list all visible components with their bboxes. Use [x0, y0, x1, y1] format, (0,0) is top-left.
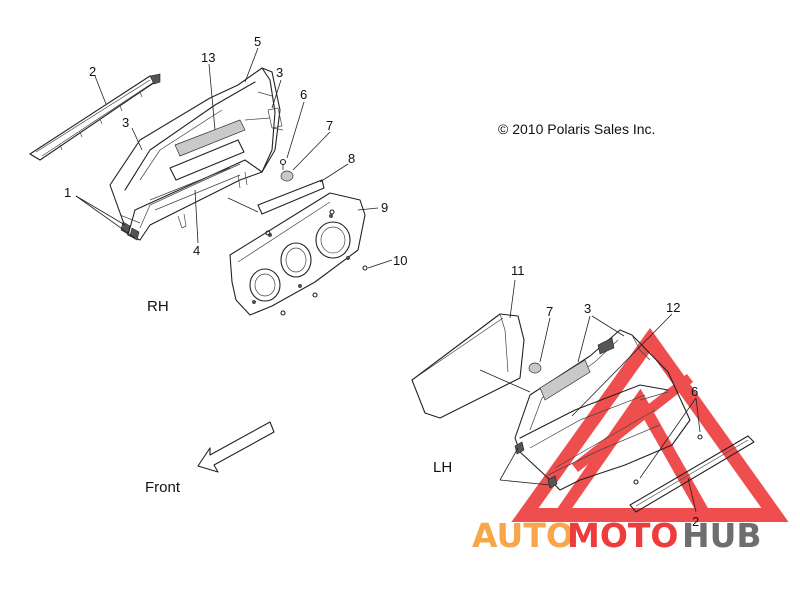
part-11-cover-pad — [411, 313, 525, 419]
callout-5: 5 — [254, 34, 261, 49]
callout-6: 6 — [300, 87, 307, 102]
part-2-trim-strip-lh — [629, 435, 755, 513]
callout-labels: 2 3 1 13 5 3 6 7 8 9 10 4 11 7 3 12 6 2 — [64, 34, 699, 529]
callout-7b: 7 — [546, 304, 553, 319]
watermark-hub: HUB — [682, 516, 762, 555]
gauge-ring-center — [280, 242, 312, 278]
lh-display-window — [539, 359, 591, 401]
callout-2: 2 — [89, 64, 96, 79]
lh-leader-lines — [479, 279, 701, 513]
part-2-trim-strip — [29, 73, 161, 161]
part-9-gauge-panel — [229, 192, 366, 316]
rh-assembly — [29, 47, 393, 316]
rh-bezel-housing — [109, 67, 284, 241]
callout-8: 8 — [348, 151, 355, 166]
part-7-grommet — [280, 170, 294, 182]
callout-11: 11 — [511, 263, 525, 278]
front-arrow — [197, 421, 275, 473]
lh-bezel-housing — [514, 329, 691, 491]
watermark-text: AUTO MOTO HUB — [472, 516, 762, 555]
rh-leader-lines — [75, 47, 393, 269]
callout-2b: 2 — [692, 514, 699, 529]
display-window — [174, 119, 246, 157]
display-lens — [169, 139, 245, 181]
watermark-moto: MOTO — [567, 516, 678, 555]
part-6-screws-lh — [633, 434, 703, 485]
callout-3b: 3 — [276, 65, 283, 80]
callout-13: 13 — [201, 50, 215, 65]
part-10-screws — [265, 209, 368, 316]
lh-label: LH — [433, 459, 452, 476]
copyright-notice: © 2010 Polaris Sales Inc. — [498, 121, 655, 137]
gauge-ring-right — [315, 221, 351, 259]
front-label: Front — [145, 479, 181, 496]
rh-label: RH — [147, 298, 169, 315]
callout-10: 10 — [393, 253, 407, 268]
callout-12: 12 — [666, 300, 680, 315]
callout-1: 1 — [64, 185, 71, 200]
part-7-grommet-lh — [528, 362, 542, 374]
callout-6b: 6 — [691, 384, 698, 399]
part-6-screw — [279, 158, 287, 170]
part-8-strip — [257, 179, 325, 215]
gauge-ring-left — [249, 268, 281, 302]
lh-assembly — [411, 279, 755, 513]
callout-9: 9 — [381, 200, 388, 215]
callout-3c: 3 — [584, 301, 591, 316]
callout-7: 7 — [326, 118, 333, 133]
callout-4: 4 — [193, 243, 200, 258]
watermark-auto: AUTO — [472, 516, 574, 555]
callout-3: 3 — [122, 115, 129, 130]
